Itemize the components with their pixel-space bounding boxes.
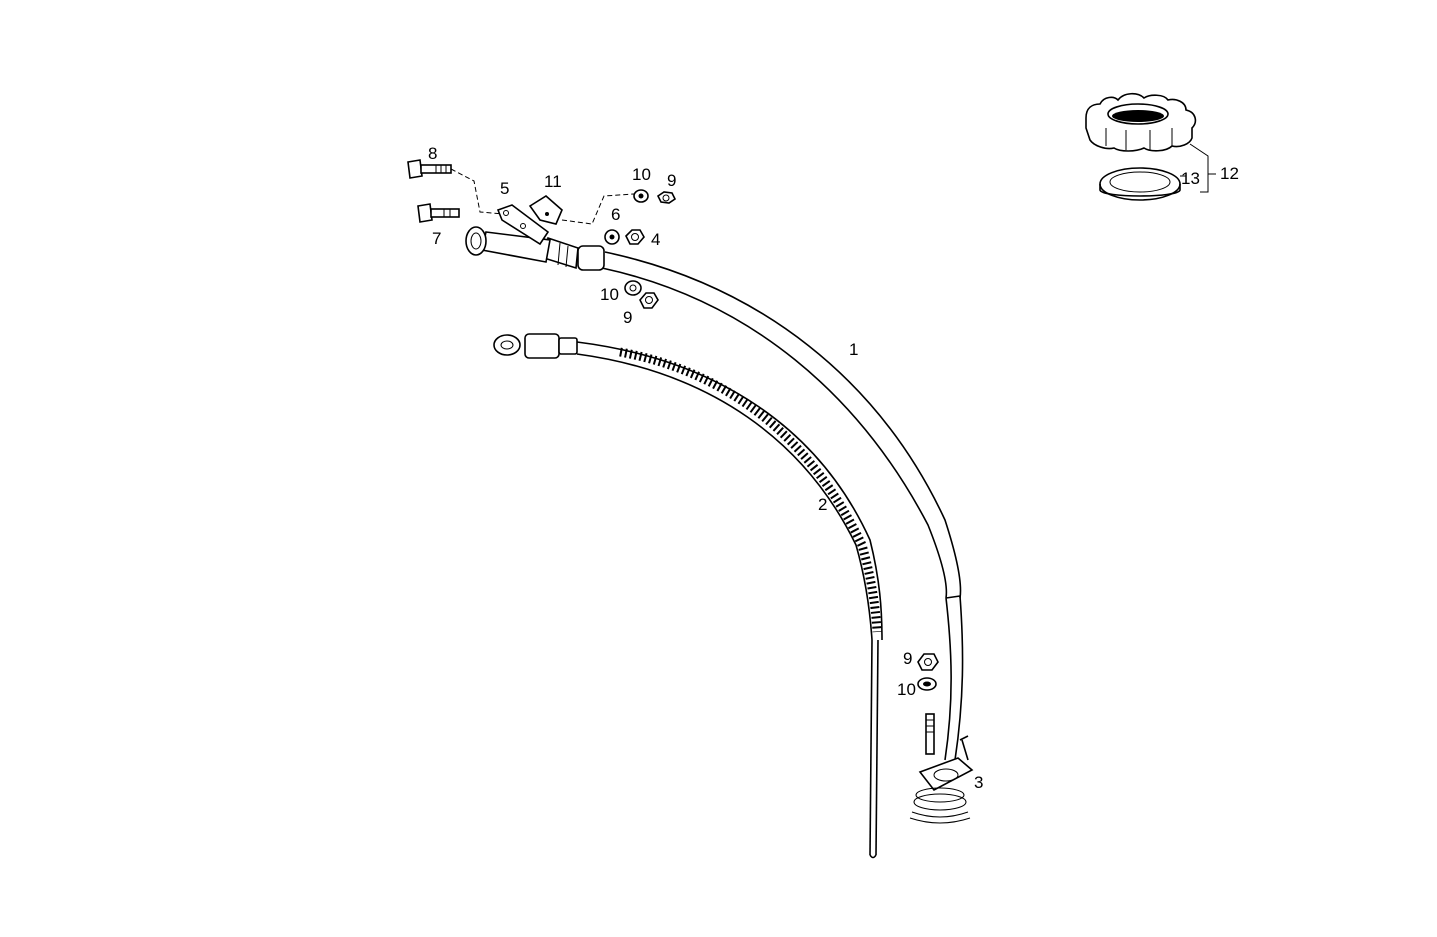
callout-2: 2	[818, 495, 827, 514]
mounting-bracket	[496, 204, 550, 246]
tube-nut	[577, 245, 605, 271]
dipstick	[493, 333, 883, 859]
clip	[528, 195, 563, 225]
bolt-short	[417, 203, 460, 223]
nut-9-middle	[639, 292, 659, 309]
stud	[925, 713, 935, 755]
filler-cap	[1085, 92, 1197, 152]
dipstick-cap	[524, 333, 560, 359]
callout-10-middle: 10	[600, 285, 619, 304]
callout-12: 12	[1220, 164, 1239, 183]
callout-11: 11	[544, 172, 562, 191]
nut-9-lower	[917, 653, 939, 671]
callout-10-lower: 10	[897, 680, 916, 699]
washer-6	[604, 229, 620, 245]
bolt-long	[407, 159, 452, 179]
washer-10-upper	[633, 189, 649, 203]
callout-6: 6	[611, 205, 620, 224]
callout-4: 4	[651, 230, 660, 249]
callout-10-upper: 10	[632, 165, 651, 184]
callout-13: 13	[1181, 169, 1200, 188]
callout-8: 8	[428, 144, 437, 163]
filler-cap-seal	[1099, 167, 1181, 201]
callout-5: 5	[500, 179, 509, 198]
nut-9-upper	[656, 191, 677, 204]
flange-plate	[918, 757, 974, 792]
callout-9-upper: 9	[667, 171, 676, 190]
callout-3: 3	[974, 773, 983, 792]
callout-9-middle: 9	[623, 308, 632, 327]
callout-1: 1	[849, 340, 858, 359]
callout-7: 7	[432, 229, 441, 248]
filler-opening	[465, 226, 487, 256]
washer-10-middle	[624, 280, 642, 296]
nut-4	[625, 229, 645, 245]
lower-flange-assembly	[909, 713, 974, 824]
dipstick-guide-tube	[465, 226, 964, 761]
dipstick-ring-handle	[493, 334, 521, 356]
callout-9-lower: 9	[903, 649, 912, 668]
washer-10-lower	[917, 677, 937, 691]
